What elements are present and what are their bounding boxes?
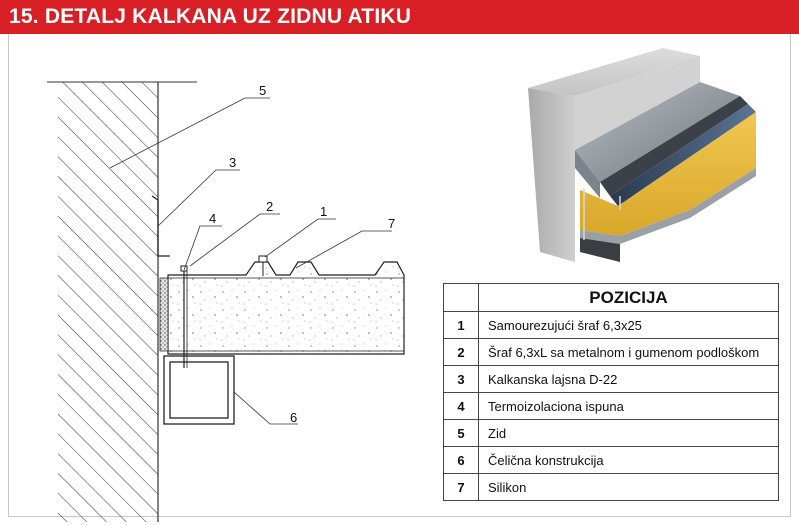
leader-lines (109, 97, 392, 425)
gable-flashing (151, 195, 170, 257)
isometric-illustration (528, 48, 756, 262)
table-header-title: POZICIJA (478, 283, 779, 312)
row-description: Čelična konstrukcija (478, 446, 779, 474)
callout-4: 4 (209, 211, 216, 226)
row-description: Termoizolaciona ispuna (478, 392, 779, 420)
row-description: Samourezujući šraf 6,3x25 (478, 311, 779, 339)
table-row: 7 Silikon (443, 473, 779, 501)
table-row: 1 Samourezujući šraf 6,3x25 (443, 311, 779, 339)
page-title: 15. DETALJ KALKANA UZ ZIDNU ATIKU (0, 0, 799, 34)
row-number: 1 (443, 311, 479, 339)
table-row: 2 Šraf 6,3xL sa metalnom i gumenom podlo… (443, 338, 779, 366)
row-number: 5 (443, 419, 479, 447)
callout-1: 1 (320, 204, 327, 219)
row-description: Zid (478, 419, 779, 447)
row-number: 2 (443, 338, 479, 366)
row-description: Kalkanska lajsna D-22 (478, 365, 779, 393)
screws (180, 255, 268, 368)
table-row: 6 Čelična konstrukcija (443, 446, 779, 474)
callout-7: 7 (388, 216, 395, 231)
content-frame (8, 34, 791, 517)
steel-tube (163, 355, 235, 425)
callout-labels: 5 3 4 2 1 7 6 (209, 83, 395, 425)
table-header-row: POZICIJA (443, 283, 779, 312)
row-number: 4 (443, 392, 479, 420)
table-row: 5 Zid (443, 419, 779, 447)
wall-section (47, 81, 197, 522)
insulation-fill (159, 277, 169, 352)
callout-5: 5 (259, 83, 266, 98)
row-number: 7 (443, 473, 479, 501)
row-description: Šraf 6,3xL sa metalnom i gumenom podlošk… (478, 338, 779, 366)
sandwich-panel (167, 261, 405, 355)
table-header-blank (443, 283, 479, 312)
table-row: 3 Kalkanska lajsna D-22 (443, 365, 779, 393)
row-number: 3 (443, 365, 479, 393)
table-row: 4 Termoizolaciona ispuna (443, 392, 779, 420)
row-number: 6 (443, 446, 479, 474)
row-description: Silikon (478, 473, 779, 501)
position-table: POZICIJA 1 Samourezujući šraf 6,3x25 2 Š… (443, 283, 779, 501)
callout-3: 3 (229, 155, 236, 170)
callout-2: 2 (266, 199, 273, 214)
callout-6: 6 (290, 410, 297, 425)
